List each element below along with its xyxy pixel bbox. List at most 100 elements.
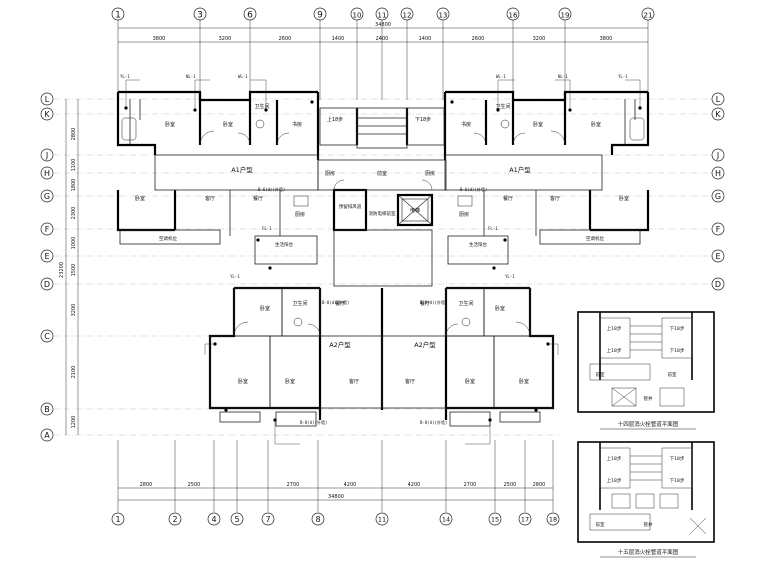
room-label: 卧室 — [260, 305, 270, 312]
room-label: 厨房 — [325, 170, 335, 177]
pipe-tag: YL-1 — [618, 74, 628, 79]
grid-bubble-bottom-4: 4 — [207, 512, 221, 526]
inset-stair-label: 下18步 — [670, 478, 685, 484]
grid-bubble-right-G: G — [711, 189, 725, 203]
grid-label: 1 — [115, 11, 121, 21]
grid-label: L — [45, 95, 50, 104]
room-label: 卫生间 — [495, 103, 510, 110]
room-label: 卧室 — [591, 121, 601, 128]
inset-stair-label: 上18步 — [607, 325, 622, 332]
room-label: 书房 — [461, 121, 471, 128]
grid-label: D — [715, 280, 721, 289]
room-label: 客厅 — [550, 195, 560, 202]
dim-seg-bottom: 2700 — [464, 482, 477, 488]
grid-bubble-top-19: 19 — [558, 7, 572, 21]
grid-label: 14 — [442, 516, 450, 524]
grid-axis-left: L K J H G F E D C B A — [40, 92, 54, 442]
dim-seg-bottom: 2800 — [533, 482, 546, 488]
grid-bubble-left-C: C — [40, 329, 54, 343]
grid-label: B — [44, 405, 50, 414]
dim-top-overall: 34800 — [375, 22, 391, 28]
dim-bottom-overall: 34800 — [328, 494, 344, 500]
room-label: 电梯 — [410, 207, 420, 214]
grid-label: 17 — [521, 516, 529, 524]
grid-label: 15 — [491, 516, 499, 524]
pipe-tag: B-8(d)(外墙) — [420, 419, 447, 425]
inset-stair-label: 上18步 — [607, 477, 622, 484]
grid-bubble-top-10: 10 — [350, 7, 364, 21]
pipe-tag: NL-1 — [558, 74, 568, 79]
dim-left-seg: 1800 — [71, 179, 77, 192]
grid-bubble-bottom-7: 7 — [261, 512, 275, 526]
grid-bubble-bottom-15: 15 — [488, 512, 502, 526]
grid-label: 4 — [211, 515, 216, 524]
grid-bubble-top-16: 16 — [506, 7, 520, 21]
pipe-tag: WL-1 — [496, 74, 506, 79]
dim-seg: 3200 — [219, 36, 232, 42]
pipe-tag: YL-1 — [120, 74, 130, 79]
room-label: 卧室 — [223, 121, 233, 128]
grid-label: 1 — [115, 515, 120, 524]
annotation-center: 消防电梯前室 — [369, 210, 396, 217]
grid-bubble-right-H: H — [711, 166, 725, 180]
stair-label: 上18步 — [327, 116, 343, 123]
grid-label: G — [715, 192, 721, 201]
grid-label: H — [44, 169, 50, 178]
annotation-ac-left: 空调机位 — [159, 235, 177, 242]
grid-bubble-top-9: 9 — [313, 7, 327, 21]
inset-plan-upper: 上18步 下18步 上18步 下18步 前室 前室 管井 十四层消火栓管道平面图 — [577, 311, 715, 430]
dimension-left — [65, 99, 79, 435]
grid-label: 6 — [247, 11, 253, 21]
grid-bubble-right-F: F — [711, 222, 725, 236]
annotation-drain-left: 生活阳台 — [275, 241, 293, 248]
inset-room: 前室 — [596, 521, 605, 528]
grid-bubble-bottom-1: 1 — [111, 512, 125, 526]
grid-label: 8 — [315, 515, 320, 524]
dim-left-seg: 2100 — [71, 366, 77, 379]
grid-bubble-top-1: 1 — [111, 7, 125, 21]
grid-bubble-bottom-11: 11 — [375, 512, 389, 526]
dim-seg: 2400 — [376, 36, 389, 42]
grid-bubble-bottom-17: 17 — [518, 512, 532, 526]
grid-label: 21 — [644, 12, 653, 20]
grid-label: G — [44, 192, 50, 201]
room-label: 客厅 — [205, 195, 215, 202]
room-label: 书房 — [292, 121, 302, 128]
annotation-ac-right: 空调机位 — [586, 235, 604, 242]
grid-label: 2 — [172, 515, 177, 524]
dim-left-seg: 2800 — [71, 128, 77, 141]
grid-bubble-top-21: 21 — [641, 7, 655, 21]
grid-bubble-bottom-2: 2 — [168, 512, 182, 526]
dim-seg: 3800 — [153, 36, 166, 42]
inset-stair-label: 上18步 — [607, 347, 622, 354]
grid-label: 3 — [197, 11, 203, 21]
dim-left-seg: 3200 — [71, 304, 77, 317]
room-label: 卧室 — [165, 121, 175, 128]
pipe-tag: WL-1 — [238, 74, 248, 79]
grid-label: F — [716, 225, 721, 234]
room-label: 卧室 — [619, 195, 629, 202]
pipe-tag: YL-1 — [230, 274, 240, 279]
inset-stair-label: 下18步 — [670, 456, 685, 462]
room-label: 卧室 — [533, 121, 543, 128]
grid-bubble-bottom-8: 8 — [311, 512, 325, 526]
room-label: 卫生间 — [458, 300, 473, 307]
pipe-tag: B-8(d)(外墙) — [300, 419, 327, 425]
grid-label: F — [45, 225, 50, 234]
dim-seg-bottom: 2800 — [140, 482, 153, 488]
dim-seg-bottom: 2500 — [188, 482, 201, 488]
elevator-shaft — [397, 194, 433, 226]
room-label: 餐厅 — [335, 300, 345, 307]
grid-label: 5 — [234, 515, 239, 524]
room-label: 卧室 — [135, 195, 145, 202]
inset-plan-lower: 上18步 下18步 上18步 下18步 前室 管井 十五层消火栓管道平面图 — [577, 441, 715, 558]
grid-bubble-left-J: J — [40, 148, 54, 162]
dim-seg-bottom: 4200 — [408, 482, 421, 488]
inset-room: 前室 — [596, 371, 605, 378]
grid-bubble-right-E: E — [711, 249, 725, 263]
grid-axis-right: L K J H G F E D — [711, 92, 725, 291]
pipe-leaders — [125, 79, 641, 445]
grid-label: 19 — [561, 12, 570, 20]
room-label: 前室 — [377, 170, 387, 177]
